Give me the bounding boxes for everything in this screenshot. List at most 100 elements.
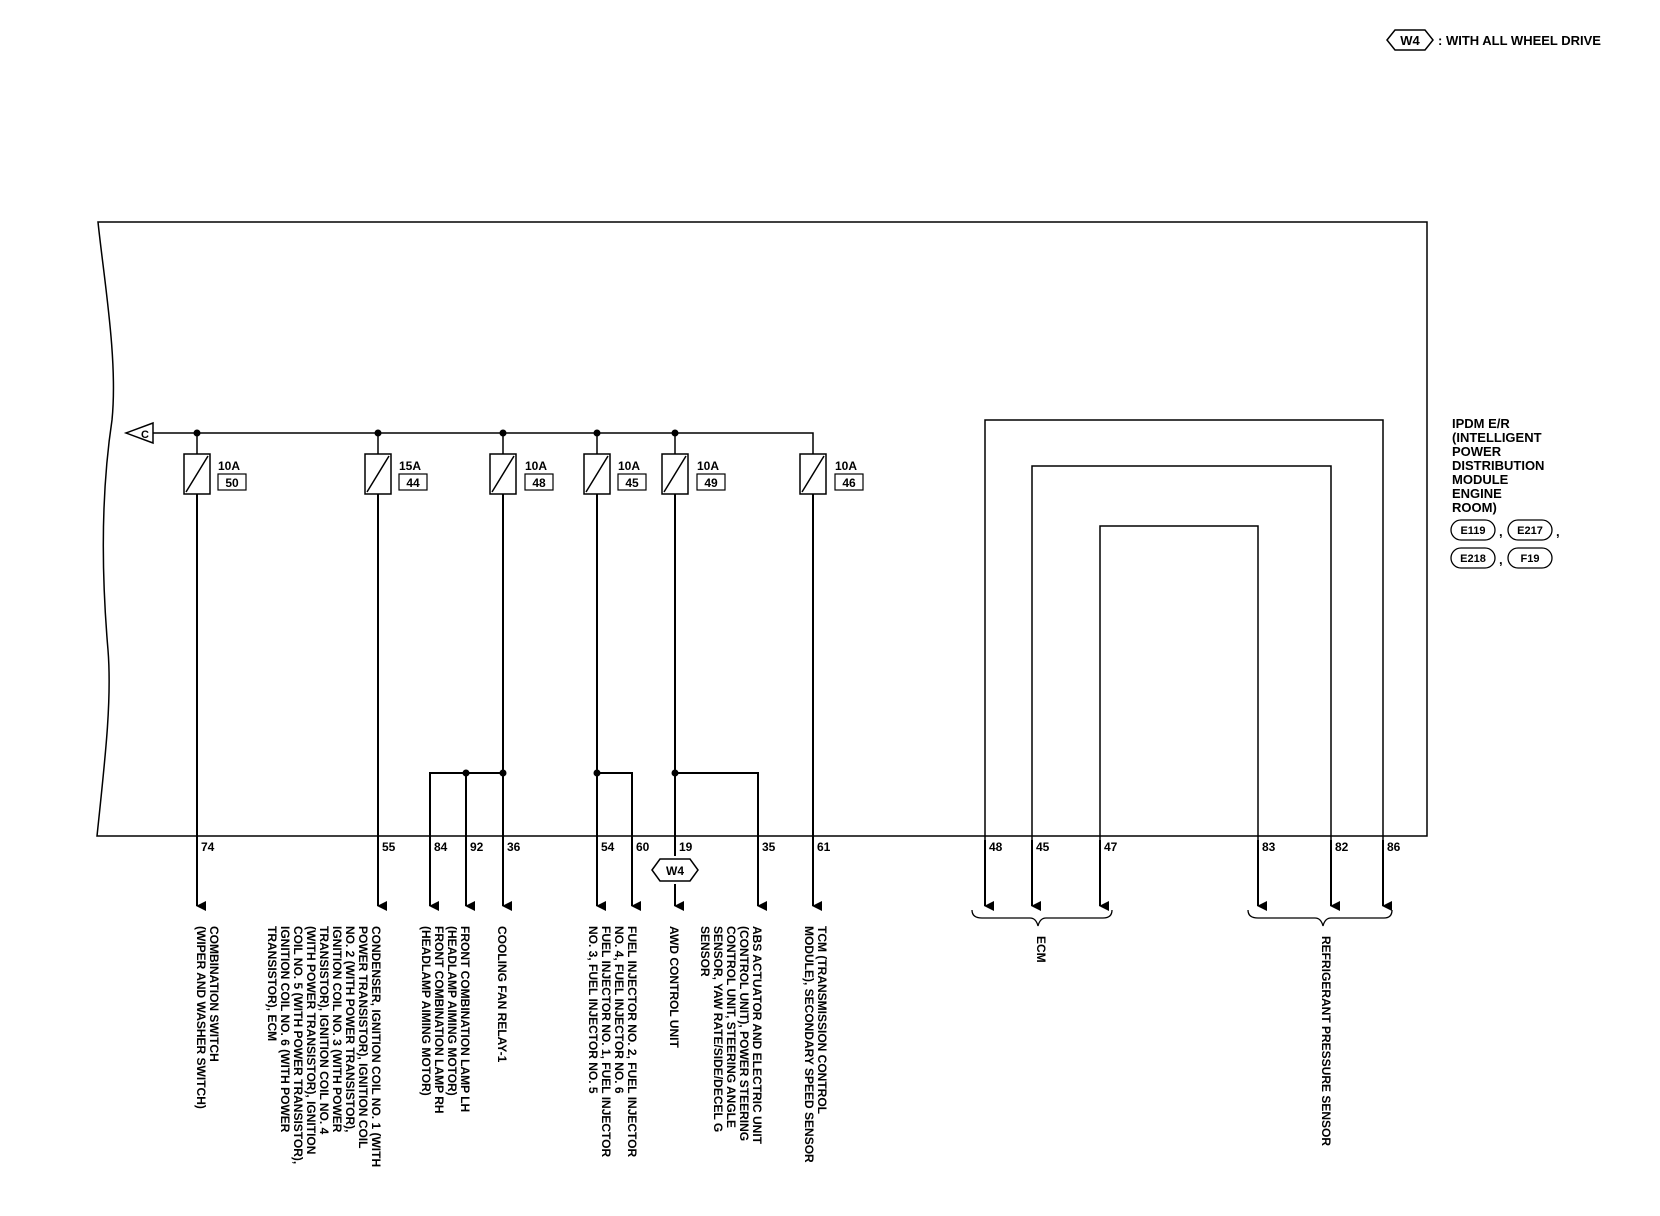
destination-labels: COMBINATION SWITCH (WIPER AND WASHER SWI… (194, 926, 1333, 1170)
destination-line: TCM (TRANSMISSION CONTROL (815, 926, 829, 1114)
loop-inner (1099, 525, 1259, 906)
destination-line: REFRIGERANT PRESSURE SENSOR (1319, 936, 1333, 1146)
loop-outer (984, 419, 1384, 906)
pin-number: 61 (817, 840, 831, 854)
destination-condenser-ignition: CONDENSER, IGNITION COIL NO. 1 (WITH POW… (265, 926, 383, 1170)
destination-line: COIL NO. 5 (WITH POWER TRANSISTOR), (291, 926, 305, 1164)
fuse-number-box (217, 473, 247, 491)
fuse-feeds (196, 433, 676, 454)
junction-dot (593, 769, 601, 777)
conditional-tag-text: W4 (666, 864, 684, 878)
connector-separator: , (1499, 524, 1503, 539)
destination-line: ECM (1034, 936, 1048, 963)
destination-line: NO. 3, FUEL INJECTOR NO. 5 (586, 926, 600, 1094)
module-name-line: (INTELLIGENT (1452, 430, 1542, 445)
pin-number: 36 (507, 840, 521, 854)
connector-id: E119 (1460, 525, 1485, 537)
pin-number: 45 (1036, 840, 1050, 854)
destination-line: FUEL INJECTOR NO. 1, FUEL INJECTOR (599, 926, 613, 1157)
fuse-number: 49 (704, 476, 718, 490)
connector-badge: E218 (1450, 547, 1496, 569)
fuse-element (663, 455, 687, 493)
module-label: IPDM E/R (INTELLIGENT POWER DISTRIBUTION… (1450, 416, 1560, 569)
destination-line: CONDENSER, IGNITION COIL NO. 1 (WITH (369, 926, 383, 1167)
fuse-element (491, 455, 515, 493)
destination-line: FRONT COMBINATION LAMP LH (458, 926, 472, 1112)
destination-front-combination-lamps: FRONT COMBINATION LAMP LH (HEADLAMP AIMI… (419, 926, 472, 1117)
fuse: 10A 45 (583, 453, 647, 495)
pin-number: 54 (601, 840, 615, 854)
legend-tag-shape (1386, 29, 1434, 51)
destination-fuel-injectors: FUEL INJECTOR NO. 2, FUEL INJECTOR NO. 4… (586, 926, 639, 1161)
source-tag-letter: C (141, 429, 149, 441)
module-name: IPDM E/R (INTELLIGENT POWER DISTRIBUTION… (1452, 416, 1548, 515)
connector-id: E217 (1517, 525, 1543, 537)
junction-dot (462, 769, 470, 777)
destination-line: MODULE), SECONDARY SPEED SENSOR (802, 926, 816, 1163)
loop-middle (1031, 465, 1332, 906)
destination-line: NO. 2 (WITH POWER TRANSISTOR), (343, 926, 357, 1132)
fuse-number: 44 (406, 476, 420, 490)
module-name-line: POWER (1452, 444, 1502, 459)
destination-awd-control-unit: AWD CONTROL UNIT (667, 926, 681, 1048)
destination-tcm: TCM (TRANSMISSION CONTROL MODULE), SECON… (802, 926, 829, 1163)
fuse-element (366, 455, 390, 493)
output-wires (196, 494, 822, 911)
connector-badge: F19 (1507, 547, 1553, 569)
destination-line: IGNITION COIL NO. 3 (WITH POWER (330, 926, 344, 1133)
destination-abs-actuator: ABS ACTUATOR AND ELECTRIC UNIT (CONTROL … (698, 926, 764, 1147)
destination-combination-switch: COMBINATION SWITCH (WIPER AND WASHER SWI… (194, 926, 221, 1109)
destination-refrigerant-pressure-sensor: REFRIGERANT PRESSURE SENSOR (1319, 936, 1333, 1146)
module-name-line: MODULE (1452, 472, 1509, 487)
ipdm-module-outline (96, 221, 1428, 837)
fuse-number-box (617, 473, 647, 491)
legend-text: : WITH ALL WHEEL DRIVE (1438, 33, 1601, 48)
pin-number: 83 (1262, 840, 1276, 854)
destination-cooling-fan-relay: COOLING FAN RELAY-1 (495, 926, 509, 1063)
connector-separator: , (1556, 524, 1560, 539)
destination-line: NO. 4, FUEL INJECTOR NO. 6 (612, 926, 626, 1094)
refrigerant-brace (1247, 909, 1393, 927)
destination-line: FUEL INJECTOR NO. 2, FUEL INJECTOR (625, 926, 639, 1157)
pin-labels: 74 55 84 92 36 54 60 19 35 61 48 45 47 8… (201, 840, 1401, 854)
fuse-number: 46 (842, 476, 856, 490)
connector-badge: E119 (1450, 519, 1496, 541)
fuse-element (585, 455, 609, 493)
branch-junctions (462, 769, 679, 777)
fuse: 15A 44 (364, 453, 428, 495)
destination-line: ABS ACTUATOR AND ELECTRIC UNIT (750, 926, 764, 1145)
destination-line: (WITH POWER TRANSISTOR), IGNITION (304, 926, 318, 1154)
connector-badge-shape (1507, 519, 1553, 541)
connector-id: F19 (1521, 553, 1540, 565)
destination-line: (WIPER AND WASHER SWITCH) (194, 926, 208, 1109)
legend: W4 : WITH ALL WHEEL DRIVE (1386, 29, 1601, 51)
fuse-rating: 15A (399, 459, 421, 473)
destination-line: TRANSISTOR), ECM (265, 926, 279, 1041)
fuse: 10A 48 (489, 453, 554, 495)
destination-line: SENSOR (698, 926, 712, 977)
pin-number: 47 (1104, 840, 1118, 854)
destination-line: IGNITION COIL NO. 6 (WITH POWER (278, 926, 292, 1133)
conditional-tag-shape (651, 858, 699, 882)
power-bus (153, 432, 814, 460)
destination-line: FRONT COMBINATION LAMP RH (432, 926, 446, 1114)
ecm-brace (971, 909, 1113, 927)
fuse-number-box (524, 473, 554, 491)
pin-number: 19 (679, 840, 693, 854)
conditional-tag: W4 (651, 858, 699, 882)
destination-line: POWER TRANSISTOR), IGNITION COIL (356, 926, 370, 1148)
destination-ecm: ECM (1034, 936, 1048, 963)
pin-number: 55 (382, 840, 396, 854)
junction-dot (499, 769, 507, 777)
fuse: 10A 50 (183, 453, 247, 495)
destination-line: SENSOR, YAW RATE/SIDE/DECEL G (711, 926, 725, 1132)
destination-line: (HEADLAMP AIMING MOTOR) (445, 926, 459, 1096)
fuse-element (185, 455, 209, 493)
junction-dot (671, 769, 679, 777)
pin-number: 60 (636, 840, 650, 854)
fuse-rating: 10A (697, 459, 719, 473)
legend-tag: W4 (1400, 33, 1420, 48)
branch-arrows (429, 900, 767, 911)
module-name-line: DISTRIBUTION (1452, 458, 1544, 473)
pin-number: 48 (989, 840, 1003, 854)
